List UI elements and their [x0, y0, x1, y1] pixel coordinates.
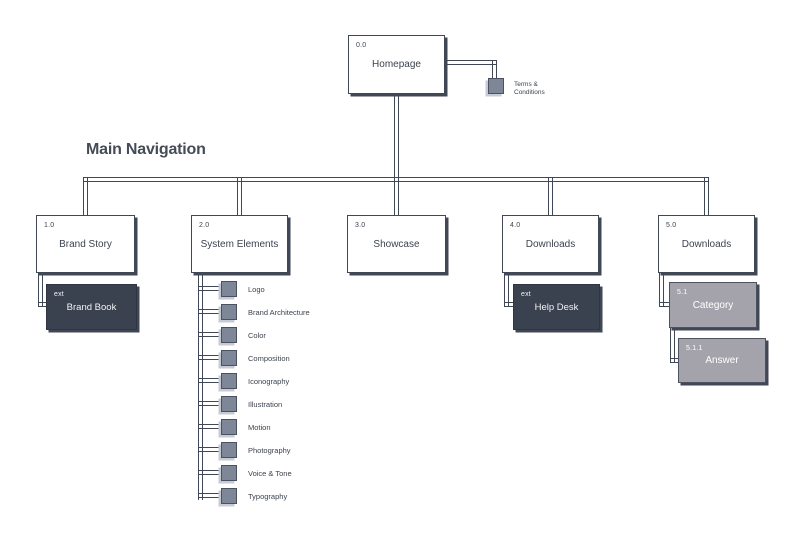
connector-stub-photography [198, 447, 224, 452]
node-id: 1.0 [44, 222, 55, 229]
page-icon [221, 281, 237, 297]
list-item-composition[interactable]: Composition [221, 350, 290, 366]
connector-drop-showcase [394, 177, 399, 217]
page-icon [221, 304, 237, 320]
node-brand-story[interactable]: 1.0 Brand Story [36, 215, 135, 273]
list-item-motion[interactable]: Motion [221, 419, 271, 435]
node-id: ext [54, 291, 64, 298]
connector-brand-book-stub [38, 302, 48, 307]
node-system-elements[interactable]: 2.0 System Elements [191, 215, 288, 273]
connector-stub-composition [198, 355, 224, 360]
connector-drop-downloads-4 [548, 177, 553, 217]
page-icon [221, 327, 237, 343]
page-icon [221, 488, 237, 504]
node-title: Showcase [373, 238, 420, 250]
list-item-label: Photography [248, 445, 291, 455]
connector-main-horizontal [83, 177, 709, 182]
list-item-photography[interactable]: Photography [221, 442, 291, 458]
node-brand-book[interactable]: ext Brand Book [46, 284, 137, 330]
connector-stub-brand-architecture [198, 309, 224, 314]
list-item-label: Voice & Tone [248, 468, 292, 478]
list-item-brand-architecture[interactable]: Brand Architecture [221, 304, 310, 320]
node-downloads-4[interactable]: 4.0 Downloads [502, 215, 599, 273]
node-id: 5.0 [666, 222, 677, 229]
node-title: Brand Story [59, 238, 112, 250]
connector-stub-logo [198, 286, 224, 291]
page-icon [488, 78, 504, 94]
list-item-typography[interactable]: Typography [221, 488, 287, 504]
list-item-label: Motion [248, 422, 271, 432]
connector-help-desk-vertical [504, 271, 509, 307]
node-title: Homepage [372, 59, 421, 70]
node-homepage[interactable]: 0.0 Homepage [348, 35, 445, 94]
list-item-illustration[interactable]: Illustration [221, 396, 282, 412]
connector-stub-motion [198, 424, 224, 429]
connector-system-rail [198, 271, 203, 500]
connector-stub-color [198, 332, 224, 337]
connector-help-desk-stub [504, 302, 515, 307]
connector-trunk [394, 92, 399, 182]
node-help-desk[interactable]: ext Help Desk [513, 284, 600, 330]
list-item-label: Logo [248, 284, 265, 294]
connector-drop-brand-story [83, 177, 88, 217]
connector-category-stub [659, 302, 671, 307]
node-terms-conditions[interactable]: Terms & Conditions [488, 78, 562, 96]
node-title: Terms & Conditions [514, 81, 545, 96]
list-item-label: Composition [248, 353, 290, 363]
page-icon [221, 373, 237, 389]
node-title: Downloads [525, 238, 576, 250]
connector-drop-downloads-5 [704, 177, 709, 217]
connector-answer-stub [670, 358, 680, 363]
list-item-label: Color [248, 330, 266, 340]
connector-stub-voice-tone [198, 470, 224, 475]
connector-stub-typography [198, 493, 224, 498]
connector-terms-horizontal [444, 60, 497, 65]
connector-drop-system-elements [237, 177, 242, 217]
node-title: Brand Book [66, 301, 117, 313]
list-item-voice-tone[interactable]: Voice & Tone [221, 465, 292, 481]
node-id: 5.1.1 [686, 345, 703, 352]
connector-brand-book-vertical [38, 271, 43, 307]
node-category[interactable]: 5.1 Category [669, 282, 757, 328]
connector-stub-iconography [198, 378, 224, 383]
connector-category-vertical [659, 271, 664, 307]
node-id: 0.0 [356, 42, 367, 49]
node-id: 5.1 [677, 289, 688, 296]
node-id: 3.0 [355, 222, 366, 229]
page-icon [221, 350, 237, 366]
list-item-iconography[interactable]: Iconography [221, 373, 289, 389]
page-icon [221, 396, 237, 412]
page-icon [221, 419, 237, 435]
node-id: 2.0 [199, 222, 210, 229]
page-icon [221, 442, 237, 458]
connector-terms-vertical [492, 60, 497, 79]
node-title: Help Desk [534, 301, 579, 313]
node-id: ext [521, 291, 531, 298]
list-item-label: Illustration [248, 399, 283, 409]
connector-stub-illustration [198, 401, 224, 406]
node-showcase[interactable]: 3.0 Showcase [347, 215, 446, 273]
list-item-color[interactable]: Color [221, 327, 266, 343]
node-title: Answer [705, 355, 739, 366]
node-id: 4.0 [510, 222, 521, 229]
connector-answer-vertical [670, 327, 675, 363]
list-item-label: Typography [248, 491, 288, 501]
node-title: Downloads [681, 238, 732, 250]
node-title: System Elements [200, 238, 279, 250]
list-item-label: Iconography [248, 376, 290, 386]
section-heading: Main Navigation [86, 141, 206, 158]
node-answer[interactable]: 5.1.1 Answer [678, 338, 766, 383]
list-item-label: Brand Architecture [248, 307, 310, 317]
node-title: Category [692, 299, 734, 311]
list-item-logo[interactable]: Logo [221, 281, 265, 297]
node-downloads-5[interactable]: 5.0 Downloads [658, 215, 755, 273]
page-icon [221, 465, 237, 481]
